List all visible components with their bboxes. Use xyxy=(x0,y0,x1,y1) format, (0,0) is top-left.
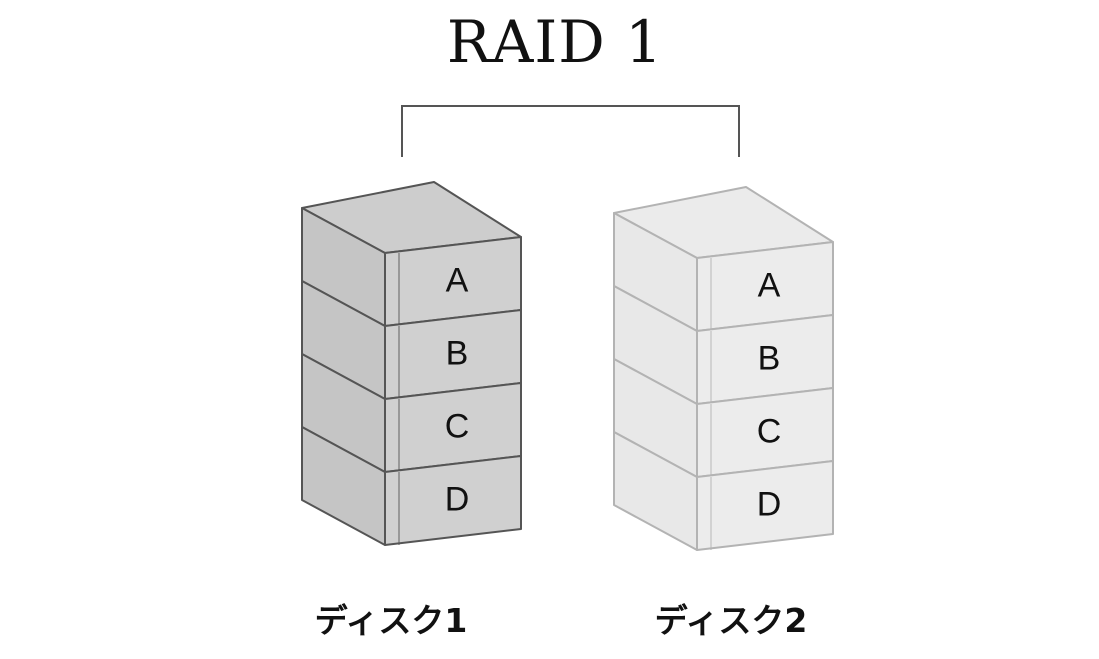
diagram-title: RAID 1 xyxy=(446,8,664,76)
disk-1-caption: ディスク1 xyxy=(314,601,468,640)
disk-2-caption: ディスク2 xyxy=(654,601,808,640)
block-front-face xyxy=(696,460,834,551)
block-label-b: B xyxy=(446,335,469,373)
block-label-c: C xyxy=(757,413,782,451)
mirror-bracket xyxy=(401,105,740,157)
block-label-a: A xyxy=(446,262,469,300)
block-label-c: C xyxy=(445,408,470,446)
block-label-a: A xyxy=(758,267,781,305)
block-label-b: B xyxy=(758,340,781,378)
block-front-face xyxy=(384,455,522,546)
block-label-d: D xyxy=(445,481,470,519)
block-label-d: D xyxy=(757,486,782,524)
